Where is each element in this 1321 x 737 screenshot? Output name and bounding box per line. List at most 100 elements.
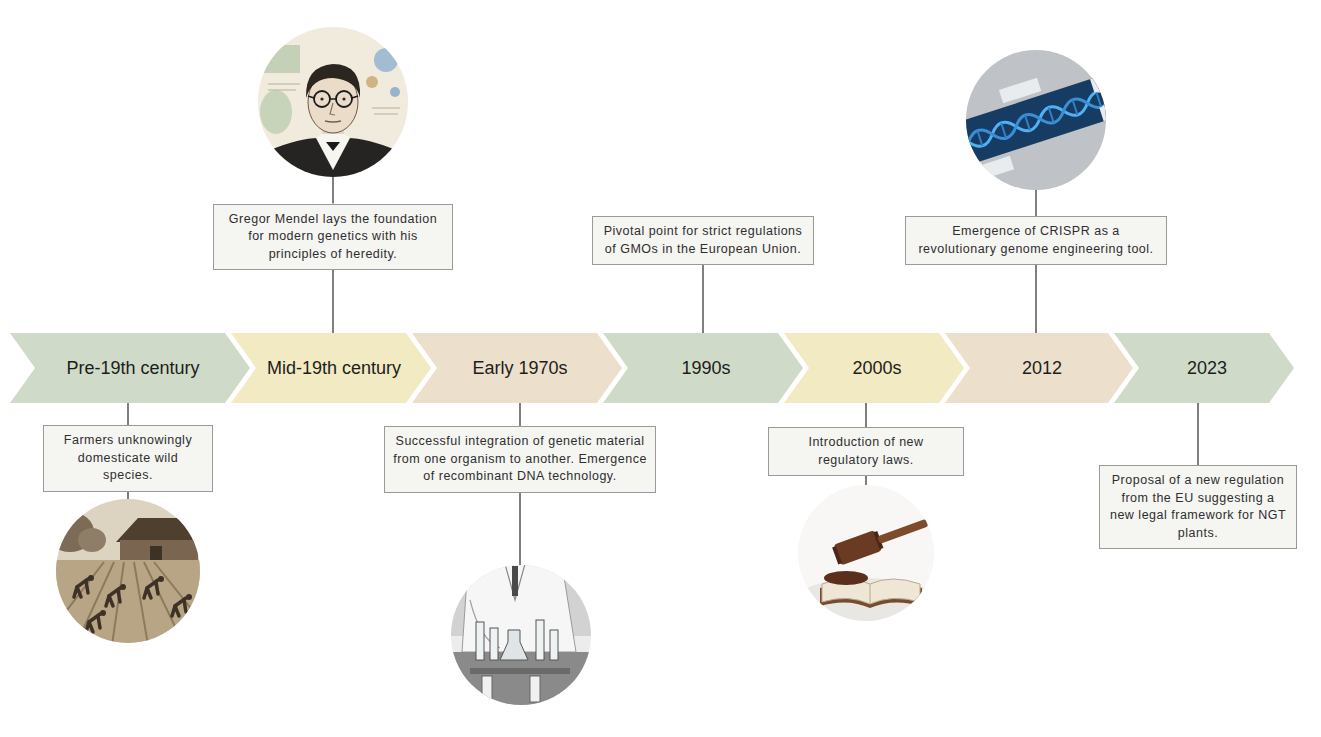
farm-illustration [116, 518, 200, 542]
event-text: Proposal of a new regulation from the EU… [1108, 472, 1288, 542]
portrait-illustration [260, 90, 292, 134]
period-label: Mid-19th century [267, 358, 401, 379]
lab-illustration [505, 564, 525, 600]
event-text: Farmers unknowingly domesticate wild spe… [52, 432, 204, 485]
period-chevron: Early 1970s [412, 333, 622, 403]
period-label: 2000s [852, 358, 901, 379]
period-chevron: 2023 [1114, 333, 1294, 403]
farm-illustration [100, 610, 106, 616]
leader-line [865, 476, 867, 485]
gavel-illustration [796, 484, 936, 624]
leader-line [1035, 190, 1037, 216]
leader-line [127, 492, 129, 500]
dna-illustration [932, 48, 1147, 192]
farm-illustration [56, 560, 200, 644]
gavel-illustration [824, 571, 868, 585]
connector-line [127, 403, 129, 425]
portrait-illustration [256, 26, 412, 180]
period-label: 2012 [1022, 358, 1062, 379]
period-label: Early 1970s [472, 358, 567, 379]
portrait-illustration [314, 91, 330, 107]
chevron-fill [231, 333, 431, 403]
connector-line [865, 403, 867, 427]
chevron-fill [1114, 333, 1294, 403]
lab-illustration [536, 620, 544, 660]
dna-illustration [932, 50, 1147, 188]
lab-illustration [550, 630, 558, 660]
period-label: 2023 [1187, 358, 1227, 379]
gavel-illustration [831, 512, 931, 566]
event-note: Introduction of new regulatory laws. [768, 427, 964, 476]
farm-illustration [86, 622, 93, 632]
portrait-illustration [306, 64, 360, 98]
event-note: Farmers unknowingly domesticate wild spe… [43, 425, 213, 492]
connector-line [1035, 265, 1037, 333]
farm-illustration [98, 616, 100, 628]
event-text: Successful integration of genetic materi… [393, 433, 647, 486]
lab-illustration [500, 630, 528, 660]
connector-line [332, 270, 334, 333]
portrait-illustration [342, 97, 345, 100]
event-text: Emergence of CRISPR as a revolutionary g… [914, 223, 1158, 258]
gavel-illustration [796, 484, 936, 624]
dna-illustration [942, 80, 1137, 157]
period-chevron: 2000s [784, 333, 964, 403]
farm-illustration [40, 562, 220, 645]
period-chevron: Pre-19th century [10, 333, 250, 403]
farm-illustration [186, 594, 192, 600]
farm-illustration [106, 596, 113, 606]
gavel-illustration [796, 578, 936, 622]
connector-line [1197, 403, 1199, 465]
portrait-illustration [366, 76, 378, 88]
farm-illustration [144, 576, 164, 598]
portrait-illustration [330, 103, 335, 115]
connector-line [702, 265, 704, 333]
event-text: Introduction of new regulatory laws. [777, 434, 955, 469]
chevron-fill [784, 333, 964, 403]
portrait-illustration [308, 96, 358, 99]
portrait-illustration [390, 87, 400, 97]
period-chevron: Mid-19th century [231, 333, 431, 403]
leader-line [332, 177, 334, 204]
dna-illustration [1090, 67, 1142, 121]
chevron-fill [10, 333, 250, 403]
portrait-illustration [320, 97, 323, 100]
farm-illustration [74, 575, 94, 597]
leader-line [519, 493, 521, 566]
event-note: Proposal of a new regulation from the EU… [1099, 465, 1297, 549]
chevron-fill [945, 333, 1133, 403]
event-note: Gregor Mendel lays the foundation for mo… [213, 204, 453, 271]
portrait-illustration [256, 26, 412, 182]
event-note: Pivotal point for strict regulations of … [592, 216, 814, 265]
lab-illustration [482, 676, 492, 702]
portrait-illustration [316, 134, 350, 170]
farm-illustration [40, 499, 220, 645]
portrait-illustration [325, 121, 341, 122]
event-note: Emergence of CRISPR as a revolutionary g… [905, 216, 1167, 265]
lab-illustration [512, 566, 518, 596]
farm-illustration [156, 582, 158, 594]
lab-illustration [450, 564, 592, 708]
farm-illustration [88, 575, 94, 581]
period-label: 1990s [681, 358, 730, 379]
dna-illustration [942, 80, 1137, 157]
event-text: Gregor Mendel lays the foundation for mo… [222, 211, 444, 264]
period-chevron: 2012 [945, 333, 1133, 403]
event-text: Pivotal point for strict regulations of … [601, 223, 805, 258]
gavel-illustration [870, 584, 871, 604]
farm-illustration [172, 594, 192, 616]
period-chevron: 1990s [603, 333, 803, 403]
farm-illustration [144, 588, 151, 598]
connector-line [519, 403, 521, 426]
farm-illustration [158, 576, 164, 582]
portrait-illustration [336, 91, 352, 107]
farm-illustration [118, 590, 120, 602]
lab-illustration [470, 668, 570, 674]
dna-illustration [938, 67, 1142, 171]
farm-illustration [78, 528, 106, 552]
chevron-fill [412, 333, 622, 403]
event-note: Successful integration of genetic materi… [384, 426, 656, 493]
lab-illustration [530, 676, 540, 702]
portrait-illustration [374, 48, 398, 72]
